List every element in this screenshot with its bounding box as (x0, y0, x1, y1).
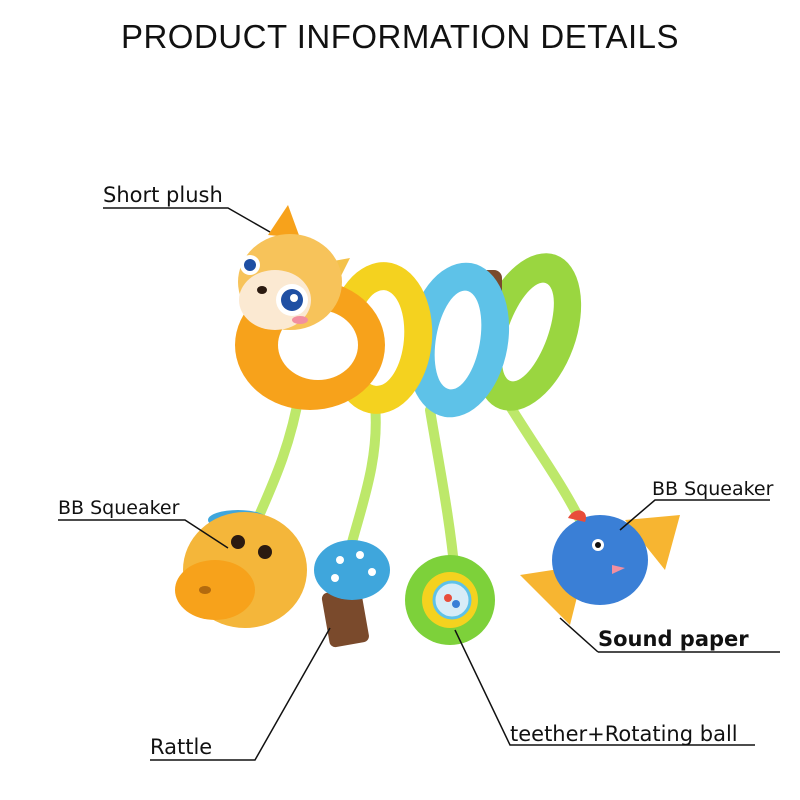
spiral-body (235, 253, 582, 418)
label-short-plush: Short plush (103, 183, 223, 207)
label-bb-squeaker-right: BB Squeaker (652, 478, 774, 500)
label-rattle: Rattle (150, 735, 213, 759)
giraffe-squeaker (175, 510, 307, 628)
fox-head-plush (238, 205, 350, 330)
label-sound-paper: Sound paper (598, 627, 749, 651)
mushroom-rattle (314, 540, 390, 648)
flower-teether (405, 555, 495, 645)
page-title: PRODUCT INFORMATION DETAILS (120, 18, 680, 55)
hanging-straps (250, 385, 585, 580)
label-teether: teether+Rotating ball (510, 722, 738, 746)
bird-squeaker (520, 510, 680, 625)
leader-lines (58, 207, 780, 761)
label-bb-squeaker-left: BB Squeaker (58, 497, 180, 519)
